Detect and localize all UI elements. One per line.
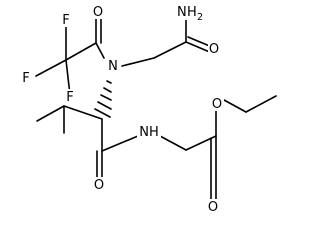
bond-oe-ch2	[223, 99, 247, 113]
wedge-hash-2	[103, 87, 112, 93]
bond-nh-ch2	[159, 135, 187, 151]
atom-n-central: N	[108, 59, 118, 74]
atom-f1: F	[62, 13, 69, 28]
label-bg	[20, 70, 32, 85]
atom-o-val: O	[94, 178, 104, 193]
bond-ch2-c	[153, 41, 187, 59]
bond-cb-me1	[36, 105, 65, 122]
label-bg	[60, 12, 72, 27]
label-bg	[210, 96, 224, 111]
atom-f2: F	[22, 71, 29, 86]
wedge-hash-5	[94, 108, 111, 118]
atom-o-ester-carbonyl: O	[208, 200, 218, 215]
label-bg	[207, 199, 220, 214]
label-bg	[92, 4, 105, 19]
atom-nh2-h: H	[187, 5, 197, 20]
atom-nh2-sub: 2	[197, 12, 203, 23]
label-bg	[208, 41, 221, 56]
atom-nh2-n: N	[177, 5, 187, 20]
label-bg	[137, 124, 161, 139]
label-bg	[93, 177, 106, 192]
bond-n-ch2	[121, 57, 155, 67]
bond-c-nh	[101, 135, 139, 152]
bond-ca-cb	[63, 105, 103, 120]
atom-o-tfa: O	[93, 5, 103, 20]
atom-nh: NH	[139, 125, 159, 140]
atom-o-ester: O	[212, 97, 222, 112]
label-bg	[176, 3, 206, 20]
atom-o-amide: O	[209, 42, 219, 57]
hashed-wedge-bond	[94, 80, 112, 118]
label-bg	[107, 58, 120, 73]
bonds	[35, 16, 277, 200]
wedge-hash-1	[106, 80, 112, 84]
bond-c2-n	[95, 42, 105, 59]
bond-c-o-a	[185, 41, 213, 54]
atom-labels: F F F O N H 2 O N NH O O O	[20, 3, 224, 215]
atom-f3: F	[66, 90, 73, 105]
structure-diagram: F F F O N H 2 O N NH O O O	[20, 3, 277, 215]
bond-c1-c2	[65, 42, 97, 61]
bond-ch2-ch3	[245, 95, 277, 113]
bond-c1-f2	[35, 59, 67, 77]
wedge-hash-3	[100, 94, 112, 101]
wedge-hash-4	[97, 101, 112, 110]
label-bg	[64, 89, 76, 104]
